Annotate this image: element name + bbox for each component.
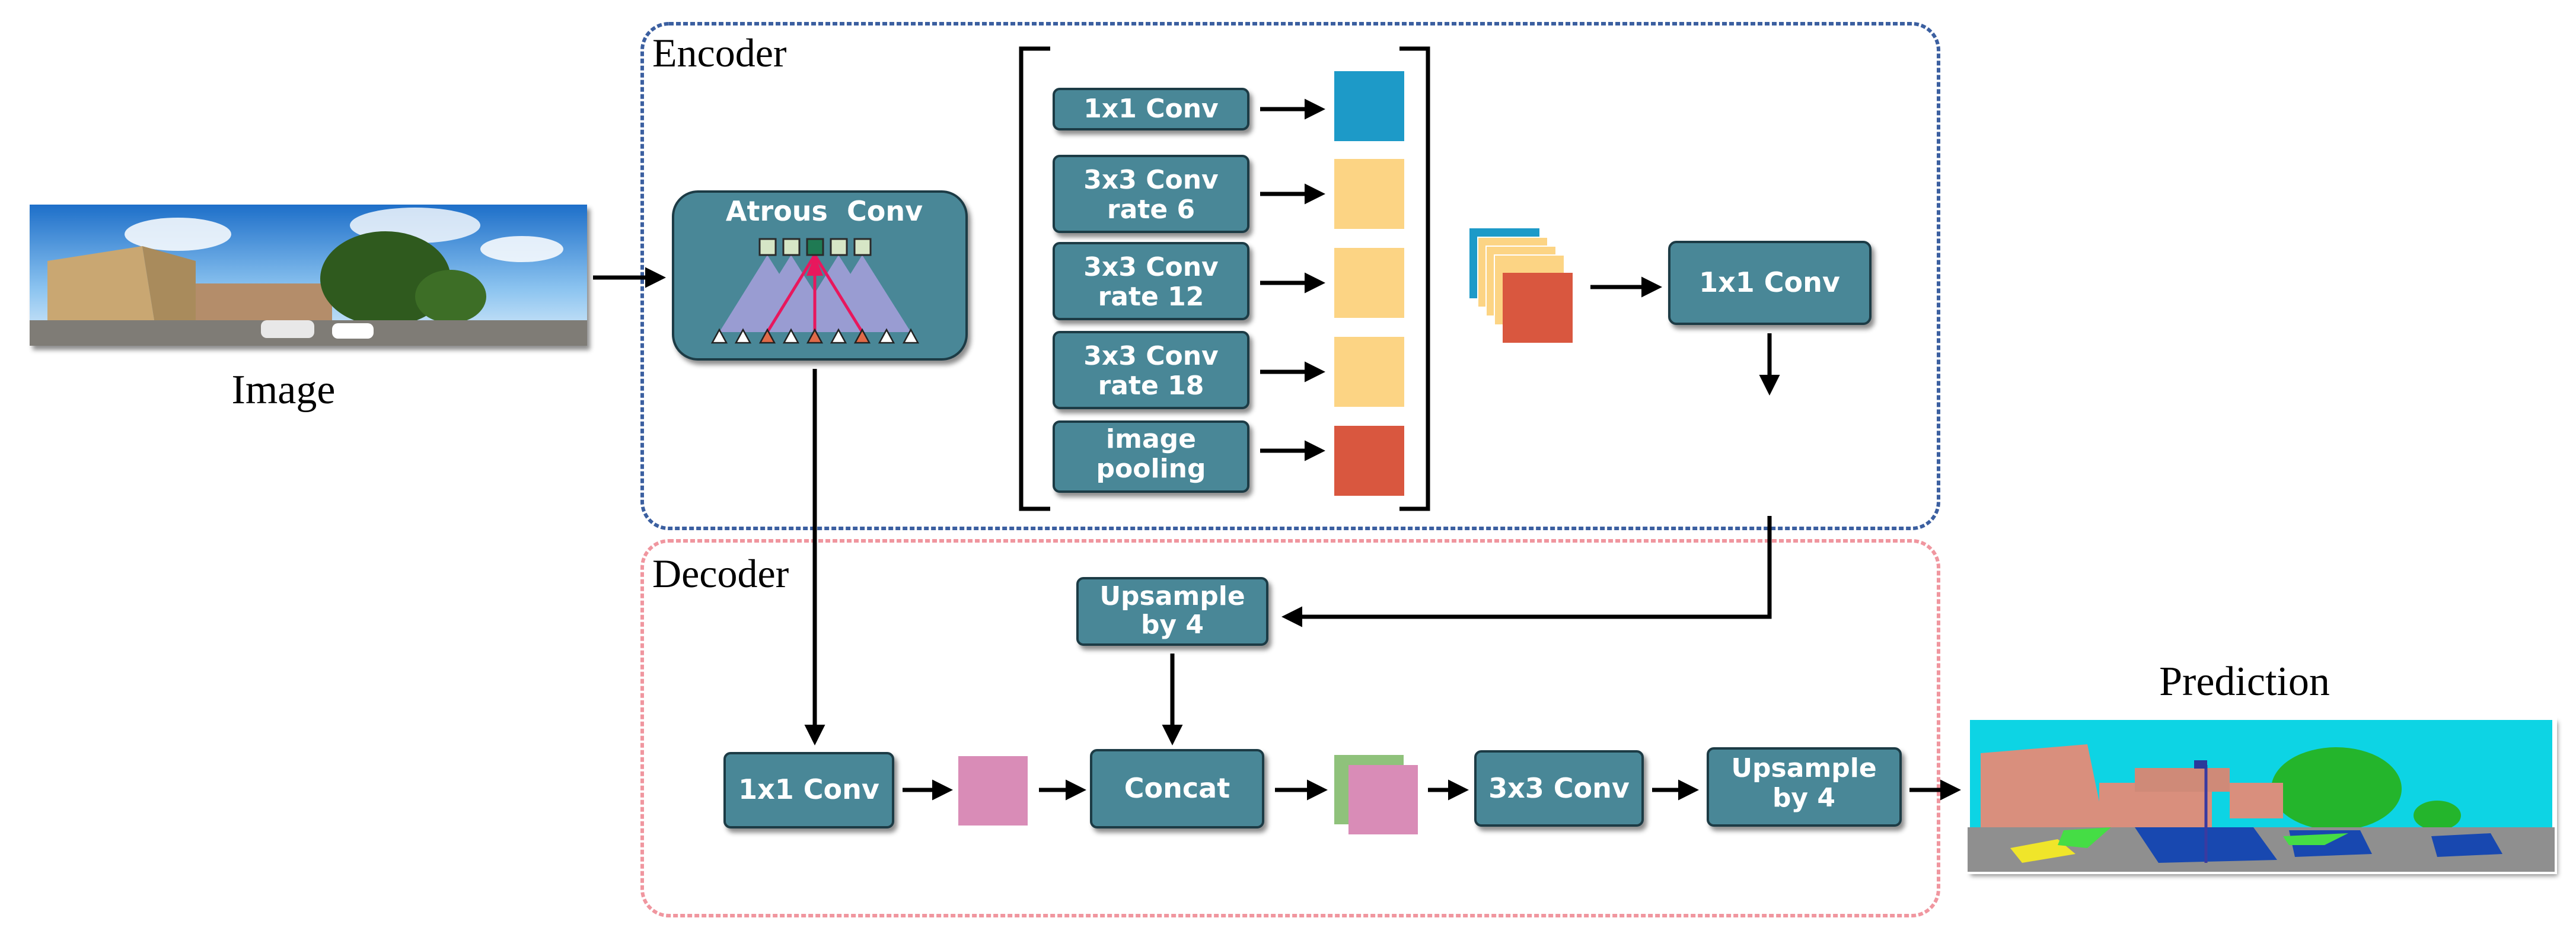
decoder-panel	[640, 539, 1940, 917]
prediction-segmentation-map	[1965, 715, 2557, 874]
aspp-feature-map	[1334, 248, 1404, 318]
aspp-branch-label: 3x3 Conv	[1083, 252, 1219, 282]
aspp-bracket-left	[1019, 46, 1050, 511]
atrous-conv-title: Atrous Conv	[726, 195, 923, 227]
decoder-1x1-conv-label: 1x1 Conv	[738, 773, 879, 805]
arrow-encoder-to-upsample	[1281, 516, 1772, 627]
concat-label: Concat	[1124, 772, 1230, 804]
aspp-branch-rate18: 3x3 Conv rate 18	[1053, 331, 1404, 409]
aspp-branch-rate6: 3x3 Conv rate 6	[1053, 155, 1404, 233]
encoder-1x1-conv-block: 1x1 Conv	[1668, 241, 1872, 325]
prediction-label: Prediction	[2159, 659, 2330, 705]
decoder-1x1-conv-block: 1x1 Conv	[723, 752, 894, 828]
aspp-feature-map	[1334, 71, 1404, 141]
aspp-branch-rate: rate 6	[1107, 195, 1195, 225]
aspp-branch-image-pooling: image pooling	[1053, 420, 1404, 496]
aspp-branch-rate: rate 12	[1098, 282, 1204, 312]
decoder-3x3-conv-label: 3x3 Conv	[1488, 772, 1630, 804]
upsample-encoder-block: Upsample by 4	[1076, 577, 1268, 646]
image-label: Image	[232, 367, 336, 413]
decoder-3x3-conv-block: 3x3 Conv	[1474, 750, 1644, 827]
aspp-branch-rate: rate 18	[1098, 371, 1204, 401]
aspp-branch-label-2: pooling	[1096, 454, 1206, 484]
atrous-kernel-illustration	[710, 238, 920, 344]
aspp-feature-map	[1334, 426, 1404, 496]
aspp-feature-map	[1334, 159, 1404, 229]
aspp-branch-label: 3x3 Conv	[1083, 341, 1219, 371]
upsample-encoder-label: Upsample	[1099, 581, 1245, 611]
upsample-final-block: Upsample by 4	[1707, 747, 1902, 827]
low-level-feature-map	[958, 756, 1028, 826]
upsample-final-label: Upsample	[1731, 753, 1876, 783]
aspp-bracket-right	[1399, 46, 1430, 511]
aspp-branch-label: 3x3 Conv	[1083, 165, 1219, 195]
aspp-branch-1x1: 1x1 Conv	[1053, 71, 1404, 141]
aspp-branch-label: 1x1 Conv	[1083, 94, 1219, 124]
aspp-branch-rate12: 3x3 Conv rate 12	[1053, 242, 1404, 320]
aspp-branch-label: image	[1106, 424, 1196, 454]
encoder-label: Encoder	[652, 30, 787, 75]
input-image	[30, 205, 587, 346]
concat-block: Concat	[1090, 749, 1264, 828]
upsample-final-factor: by 4	[1772, 783, 1835, 813]
aspp-feature-map	[1334, 337, 1404, 407]
aspp-concat-feature-stack	[1469, 228, 1573, 343]
atrous-conv-block: Atrous Conv	[672, 190, 968, 361]
concat-feature-stack	[1334, 755, 1418, 834]
upsample-encoder-factor: by 4	[1141, 610, 1204, 640]
decoder-label: Decoder	[652, 551, 789, 596]
encoder-1x1-conv-label: 1x1 Conv	[1699, 266, 1840, 298]
